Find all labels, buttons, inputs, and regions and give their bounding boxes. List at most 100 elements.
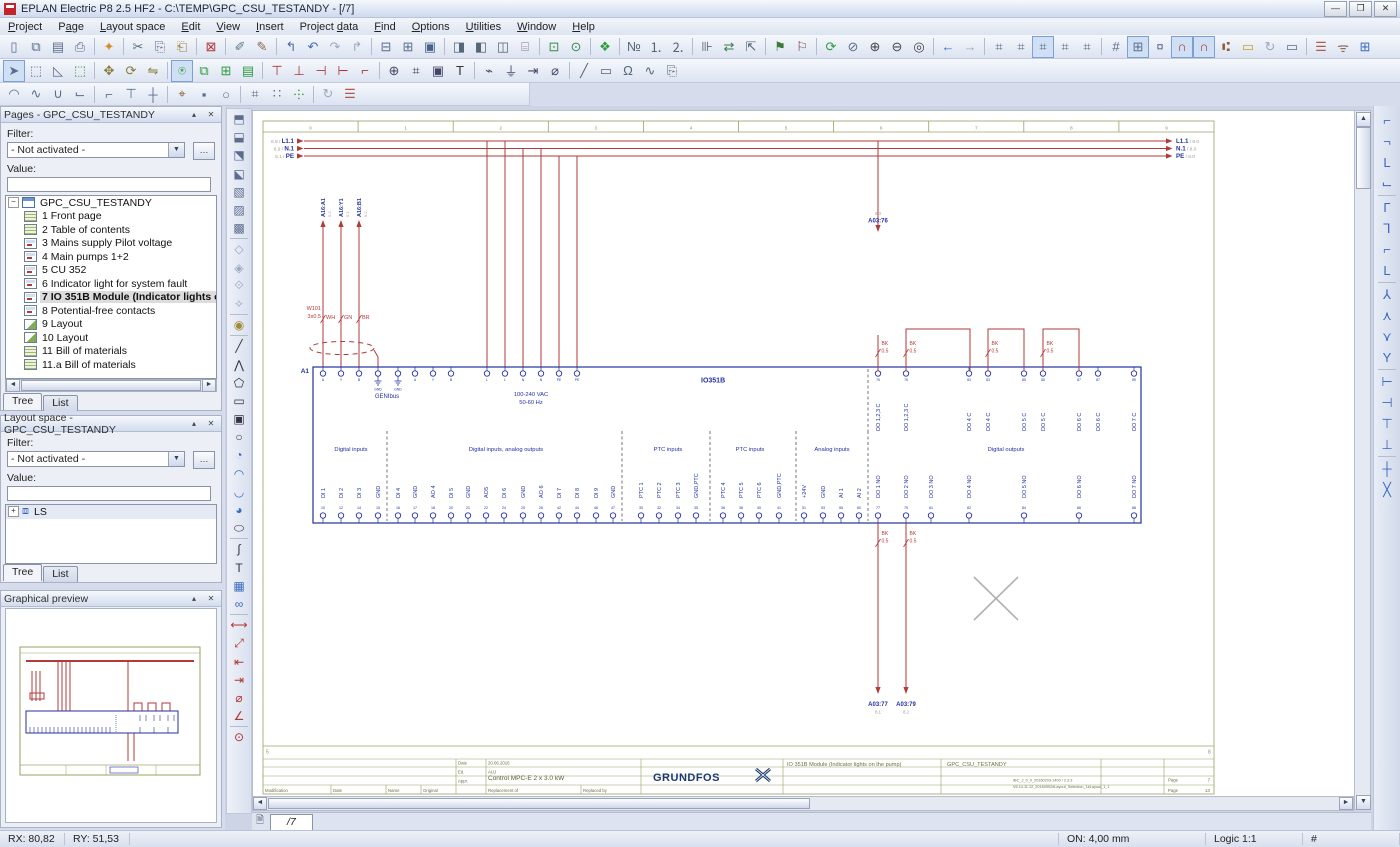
cross-tool-button[interactable]: ┼ <box>148 86 158 102</box>
align-check-button[interactable]: ⊪ <box>701 38 713 54</box>
arc-tool-button[interactable]: ◠ <box>8 86 20 101</box>
dot-grid-button[interactable]: ∷ <box>272 86 282 101</box>
redo-button[interactable]: ↷ <box>329 38 341 54</box>
compare-projects-button[interactable]: ⇄ <box>723 38 735 54</box>
arc-center-tool-button[interactable]: ◡ <box>233 484 245 499</box>
graphic-line-button[interactable]: ╱ <box>580 62 588 78</box>
dim-radius-button[interactable]: ⌀ <box>235 690 243 705</box>
pages-value-input[interactable] <box>7 177 211 192</box>
center-point-button[interactable]: ⊙ <box>233 730 245 745</box>
black-box-button[interactable]: ▪ <box>201 86 207 102</box>
line-tool-button[interactable]: ╱ <box>235 339 243 354</box>
t-node-a-button[interactable]: ⊢ <box>1381 373 1393 389</box>
y-node-4-button[interactable]: Y <box>1382 350 1392 365</box>
rectangle-tool-button[interactable]: ▭ <box>233 393 245 408</box>
rectangle2-tool-button[interactable]: ▣ <box>233 412 245 427</box>
number-pages-button[interactable]: № <box>627 39 641 54</box>
lasso-select-button[interactable]: ◺ <box>53 62 63 78</box>
yellow-note-button[interactable]: ▭ <box>1241 38 1255 54</box>
menu-options[interactable]: Options <box>411 20 450 33</box>
select-tool-button[interactable]: ➤ <box>3 59 25 82</box>
multi-select-button[interactable]: ⬚ <box>73 62 87 78</box>
view-3d-back-button[interactable]: ▨ <box>233 203 245 218</box>
pages-panel-pin-icon[interactable]: ▴ <box>191 110 196 119</box>
page-tree-item[interactable]: 3 Mains supply Pilot voltage <box>6 237 216 251</box>
scroll-down-icon[interactable]: ▼ <box>1356 795 1371 810</box>
text-tool-button[interactable]: T <box>235 560 243 575</box>
connection-symbol-button[interactable]: ⌁ <box>485 62 493 78</box>
wire-jump-button[interactable]: ∿ <box>644 62 656 78</box>
ellipse-tool-button[interactable]: ⬭ <box>233 520 245 535</box>
insert-symbol-green-button[interactable]: ❖ <box>599 38 611 54</box>
layout-tab-list[interactable]: List <box>43 566 78 582</box>
polygon-tool-button[interactable]: ⬠ <box>233 375 245 390</box>
cross-connect-button[interactable]: ┼ <box>1382 461 1392 476</box>
grid-d-button[interactable]: ⌗ <box>1061 38 1069 54</box>
cable-definition-button[interactable]: ⌀ <box>551 62 559 78</box>
copy-button[interactable]: ⎘ <box>154 38 166 54</box>
pages-filter-more-button[interactable]: … <box>193 142 215 160</box>
page-link-button[interactable]: ⎘ <box>666 62 678 78</box>
message-management-button[interactable]: ⚐ <box>796 38 808 54</box>
tee-tool-button[interactable]: ⊤ <box>125 86 137 101</box>
t-node-b-button[interactable]: ⊣ <box>1381 394 1393 410</box>
t-node-c-button[interactable]: ⊤ <box>1381 415 1393 431</box>
assign-format-button[interactable]: ✎ <box>256 38 268 54</box>
zoom-lock-button[interactable]: ⊘ <box>847 38 859 54</box>
arc-3point-tool-button[interactable]: ◠ <box>233 466 245 481</box>
paste-button[interactable]: ⎗ <box>176 38 188 54</box>
magnet-object-button[interactable]: ∩ <box>1171 35 1193 58</box>
grid-b-button[interactable]: ⌗ <box>1017 38 1025 54</box>
rotate-button[interactable]: ⟳ <box>125 62 137 78</box>
corner-tool-button[interactable]: ⌐ <box>105 86 113 102</box>
scroll-left-icon[interactable]: ◄ <box>6 379 20 392</box>
copy-format-button[interactable]: ✐ <box>234 38 246 54</box>
grid-e-button[interactable]: ⌗ <box>1083 38 1091 54</box>
tree-root-project[interactable]: −GPC_CSU_TESTANDY <box>6 196 216 210</box>
page-tree-item[interactable]: 11.a Bill of materials <box>6 358 216 372</box>
refresh-small-button[interactable]: ↻ <box>322 86 334 101</box>
interruption-point-button[interactable]: ⇥ <box>527 62 539 78</box>
insert-text-button[interactable]: T <box>456 63 464 78</box>
cube-small-3-button[interactable]: ⟐ <box>234 278 244 293</box>
page-tree-item[interactable]: 6 Indicator light for system fault <box>6 277 216 291</box>
break-connect-button[interactable]: ╳ <box>1383 481 1391 497</box>
page-macro-button[interactable]: ▤ <box>51 38 65 54</box>
expand-icon[interactable]: + <box>8 506 19 518</box>
t-node-up-button[interactable]: ⊥ <box>293 62 305 78</box>
chevron-down-icon[interactable]: ▼ <box>168 452 184 466</box>
close-button[interactable]: ✕ <box>1374 0 1397 17</box>
delete-button[interactable]: ⊠ <box>205 38 217 54</box>
hyperlink-tool-button[interactable]: ∞ <box>234 596 244 611</box>
menu-page[interactable]: Page <box>58 20 84 33</box>
reports-table-button[interactable]: ⊞ <box>402 38 414 54</box>
dim-baseline-button[interactable]: ⇤ <box>233 654 245 669</box>
number-devices-button[interactable]: ⒈ <box>649 40 663 55</box>
curve-tool-button[interactable]: ∿ <box>30 86 42 101</box>
print-button[interactable]: ⎙ <box>74 38 86 54</box>
circle-segment-tool-button[interactable]: ◔ <box>235 448 243 463</box>
device-navigator-button[interactable]: ◨ <box>452 38 466 54</box>
snap-grid-button[interactable]: ⊞ <box>1127 35 1149 58</box>
insert-window-macro-button[interactable]: ⊞ <box>220 62 232 78</box>
scroll-up-icon[interactable]: ▲ <box>1356 112 1371 127</box>
insert-terminal-button[interactable]: ⊕ <box>388 62 400 78</box>
redo-list-button[interactable]: ↱ <box>351 38 363 54</box>
number-terminals-button[interactable]: ⒉ <box>671 40 685 55</box>
area-select-button[interactable]: ⬚ <box>29 62 43 78</box>
corner-var-2-button[interactable]: ⅂ <box>1383 220 1391 236</box>
insert-symbol-button[interactable]: ⍟ <box>171 59 193 82</box>
parts-selection-button[interactable]: ⊡ <box>548 38 560 54</box>
menu-utilities[interactable]: Utilities <box>465 20 502 33</box>
l-tool-button[interactable]: ⌙ <box>74 86 86 101</box>
scroll-right-icon[interactable]: ► <box>202 379 216 392</box>
t-node-left-button[interactable]: ⊣ <box>315 62 327 78</box>
ruler-button[interactable]: ▭ <box>1285 38 1299 54</box>
t-node-down-button[interactable]: ⊤ <box>271 62 283 78</box>
open-project-button[interactable]: ⧉ <box>31 38 41 54</box>
y-node-1-button[interactable]: ⅄ <box>1383 286 1391 302</box>
dim-linear-button[interactable]: ⟷ <box>230 618 248 633</box>
move-button[interactable]: ✥ <box>103 62 115 78</box>
grid-small-button[interactable]: ⌗ <box>251 86 259 101</box>
cable-navigator-button[interactable]: ⌸ <box>521 38 529 54</box>
